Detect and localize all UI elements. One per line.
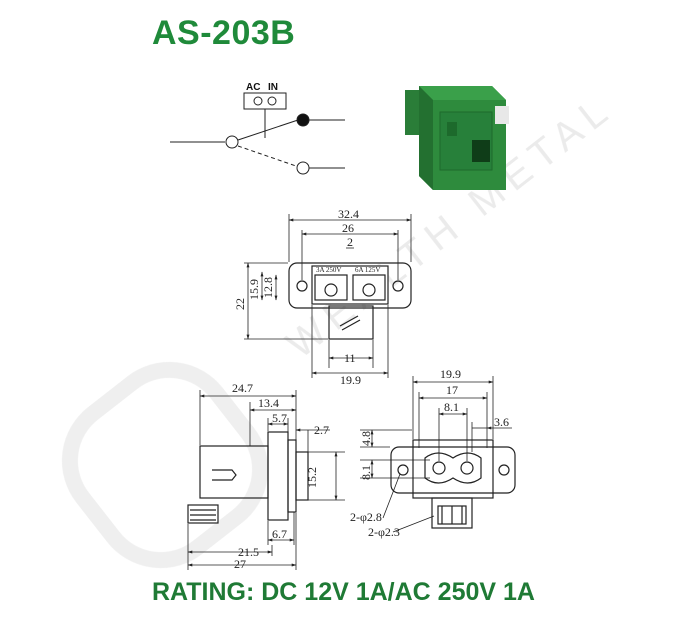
dim-slot: 2 bbox=[347, 235, 353, 249]
product-title: AS-203B bbox=[152, 14, 296, 52]
dim-side-6-7: 6.7 bbox=[272, 527, 287, 541]
front-lower-body bbox=[328, 305, 374, 340]
dim-rear-4-8: 4.8 bbox=[359, 431, 373, 446]
dim-height-22: 22 bbox=[233, 298, 247, 310]
dim-base-width: 11 bbox=[344, 351, 356, 365]
rear-mount-hole-left bbox=[397, 464, 409, 476]
socket-symbol bbox=[243, 92, 287, 110]
front-view: 3A 250V 6A 125V 32.4 26 2 22 15.9 12 bbox=[233, 207, 412, 387]
dim-side-21-5: 21.5 bbox=[238, 545, 259, 559]
switch-schematic: AC IN bbox=[170, 82, 345, 175]
dim-side-27: 27 bbox=[234, 557, 246, 571]
dim-rear-hole-2-8: 2-φ2.8 bbox=[350, 510, 382, 524]
dim-height-12-8: 12.8 bbox=[261, 277, 275, 298]
dim-side-13-4: 13.4 bbox=[258, 396, 279, 410]
front-marking-right: 6A 125V bbox=[355, 266, 380, 274]
dim-side-15-2: 15.2 bbox=[305, 467, 319, 488]
dim-side-2-7: 2.7 bbox=[314, 423, 329, 437]
front-marking-left: 3A 250V bbox=[316, 266, 341, 274]
rear-flange bbox=[390, 446, 516, 494]
in-label: IN bbox=[268, 82, 278, 93]
dim-rear-8-1-left: 8.1 bbox=[359, 465, 373, 480]
ac-label: AC bbox=[246, 82, 260, 93]
rear-mount-hole-right bbox=[498, 464, 510, 476]
dim-body-width: 19.9 bbox=[340, 373, 361, 387]
dim-height-15-9: 15.9 bbox=[247, 279, 261, 300]
dim-rear-8-1-top: 8.1 bbox=[444, 400, 459, 414]
dim-hole-pitch: 26 bbox=[342, 221, 354, 235]
side-view: 24.7 13.4 5.7 2.7 15.2 6.7 21.5 27 bbox=[187, 381, 345, 571]
rating-text: RATING: DC 12V 1A/AC 250V 1A bbox=[152, 578, 535, 606]
dim-rear-19-9: 19.9 bbox=[440, 367, 461, 381]
front-mount-hole-left bbox=[296, 280, 308, 292]
dim-side-24-7: 24.7 bbox=[232, 381, 253, 395]
rear-view: 19.9 17 8.1 3.6 4.8 8.1 2-φ2.8 2-φ2.3 bbox=[350, 367, 516, 539]
contact-open bbox=[296, 161, 310, 175]
front-flange bbox=[288, 262, 412, 309]
contact-closed bbox=[296, 113, 310, 127]
watermark: WEALTH METAL bbox=[61, 85, 622, 569]
dim-rear-hole-2-3: 2-φ2.3 bbox=[368, 525, 400, 539]
rear-inlet-outline bbox=[424, 452, 482, 484]
dim-rear-3-6: 3.6 bbox=[494, 415, 509, 429]
product-photo bbox=[405, 86, 509, 190]
front-mount-hole-right bbox=[392, 280, 404, 292]
dim-side-5-7: 5.7 bbox=[272, 411, 287, 425]
dim-rear-17: 17 bbox=[446, 383, 458, 397]
dim-overall-width: 32.4 bbox=[338, 207, 359, 221]
